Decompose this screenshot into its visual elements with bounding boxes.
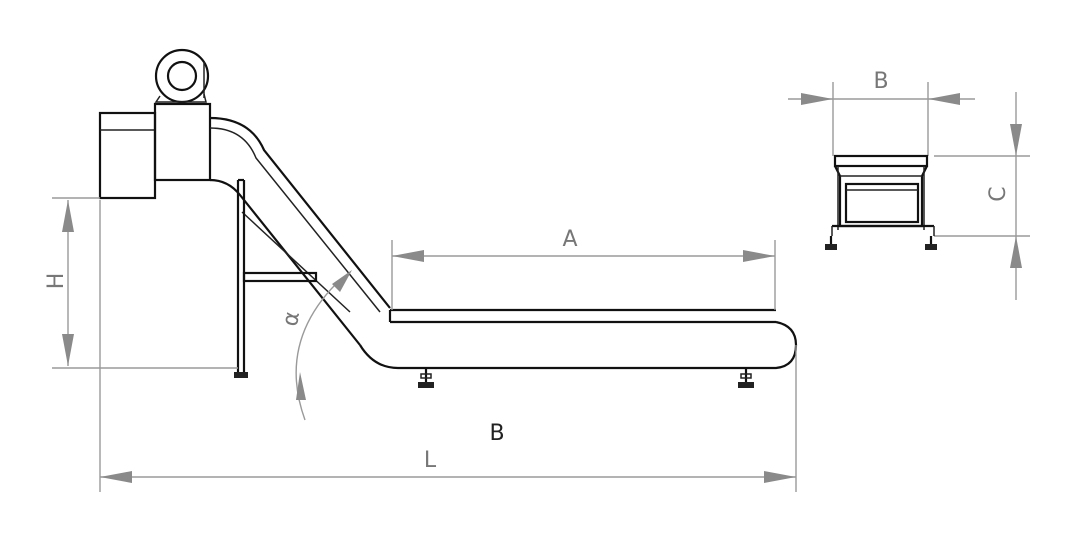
conveyor-side-view bbox=[98, 48, 798, 388]
drive-motor bbox=[154, 48, 210, 104]
alpha-arc bbox=[295, 277, 343, 421]
head-box-right bbox=[153, 102, 212, 182]
leveling-feet bbox=[418, 368, 754, 388]
dimension-lines bbox=[52, 197, 797, 492]
support-stand bbox=[234, 178, 318, 378]
head-box-left bbox=[98, 111, 157, 200]
label-b-top: B bbox=[873, 69, 888, 94]
label-c: C bbox=[986, 186, 1011, 201]
horizontal-section bbox=[388, 308, 798, 370]
end-view bbox=[788, 82, 1030, 300]
label-h: H bbox=[44, 273, 69, 290]
label-alpha: α bbox=[278, 310, 305, 329]
label-b-bottom: B bbox=[489, 421, 504, 446]
incline-section bbox=[209, 116, 399, 370]
label-l: L bbox=[424, 448, 437, 473]
label-a: A bbox=[562, 227, 577, 252]
